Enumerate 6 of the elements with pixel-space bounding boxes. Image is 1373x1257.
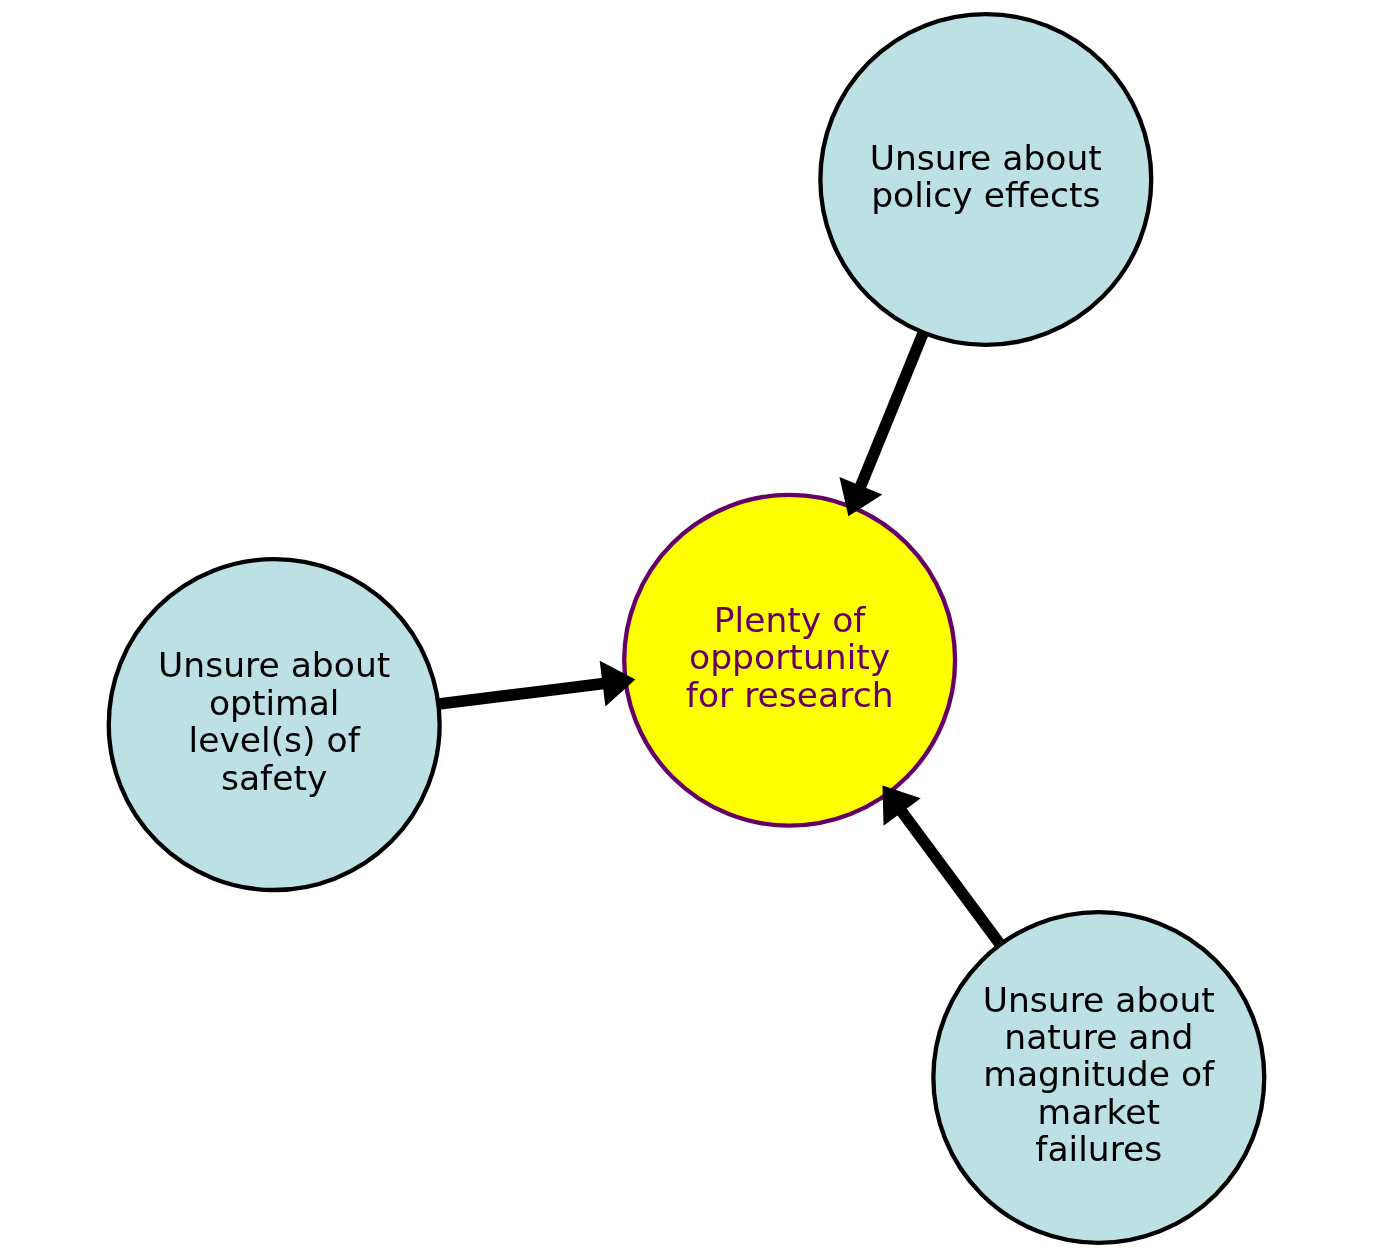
node-circle: Unsure about nature and magnitude of market failures [931,909,1267,1246]
arrow [438,660,636,710]
arrow [882,785,1005,948]
node-circle: Unsure about optimal level(s) of safety [106,557,442,893]
node-circle: Unsure about policy effects [818,11,1154,348]
arrow [839,330,929,517]
